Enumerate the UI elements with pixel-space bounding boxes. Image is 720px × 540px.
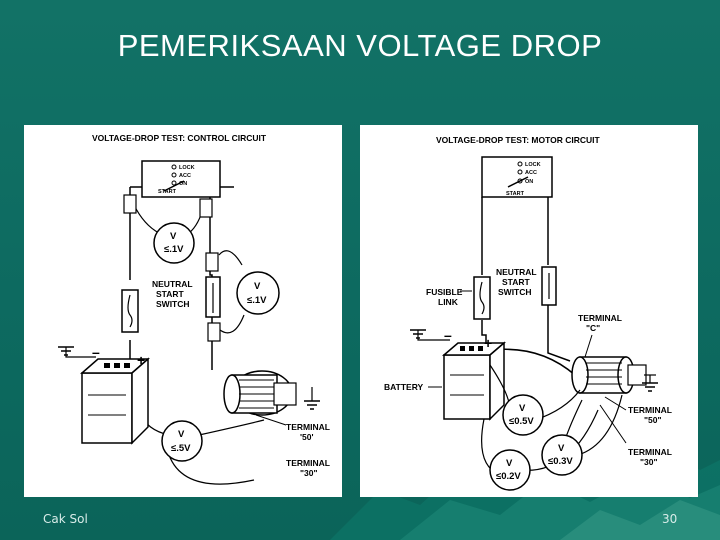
diagram-title: VOLTAGE-DROP TEST: CONTROL CIRCUIT [92,133,267,143]
starter-motor-icon [571,356,647,394]
battery-icon [80,357,150,445]
voltmeter-2 [236,271,280,315]
battery-positive-sign: + [484,335,492,351]
switch-acc-label: ACC [179,173,191,179]
diagram-title: VOLTAGE-DROP TEST: MOTOR CIRCUIT [436,135,601,145]
terminal50-label-1: TERMINAL [286,422,330,432]
switch-lock-label: LOCK [525,162,541,168]
terminal30-label-1: TERMINAL [286,458,330,468]
fuse [473,276,491,320]
battery-icon [441,341,507,421]
terminal-c-label-2: "C" [586,323,600,333]
battery-label: BATTERY [384,382,424,392]
starter-motor-icon [223,370,297,416]
meter2-v: V [558,443,565,454]
meter1-reading: ≤0.5V [509,416,534,427]
switch-lock-label: LOCK [179,165,195,171]
ignition-switch [141,160,221,198]
meter3-reading: ≤0.2V [496,471,521,482]
neutral-label-2: START [156,289,185,299]
battery-negative-sign: – [92,344,100,360]
ground-icon [304,387,320,410]
switch-acc-label: ACC [525,170,537,176]
switch-on-label: ON [525,179,533,185]
neutral-label-1: NEUTRAL [496,267,537,277]
battery-positive-sign: + [137,352,145,368]
meter3-reading: ≤.5V [171,443,191,454]
meter2-v: V [254,281,261,292]
neutral-label-2: START [502,277,531,287]
slide-title: PEMERIKSAAN VOLTAGE DROP [117,28,603,63]
voltmeter-2 [541,434,583,476]
meter1-v: V [519,403,526,414]
voltmeter-3 [489,449,531,491]
terminal-c-label-1: TERMINAL [578,313,622,323]
motor-circuit-panel: VOLTAGE-DROP TEST: MOTOR CIRCUIT LOCK AC… [360,125,698,497]
ground-icon [642,374,658,392]
meter2-reading: ≤0.3V [548,456,573,467]
ground-icon [58,346,96,358]
page-number: 30 [662,512,678,526]
terminal50-label-1: TERMINAL [628,405,672,415]
switch-start-label: START [506,191,525,197]
neutral-label-1: NEUTRAL [152,279,193,289]
voltmeter-3 [161,420,203,462]
voltmeter-1 [502,394,544,436]
meter3-v: V [178,429,185,440]
battery-negative-sign: – [444,327,452,343]
voltmeter-1 [153,222,195,264]
fuse [121,289,139,333]
meter2-reading: ≤.1V [247,295,267,306]
control-circuit-panel: VOLTAGE-DROP TEST: CONTROL CIRCUIT LOCK … [24,125,342,497]
fusible-label-1: FUSIBLE [426,287,463,297]
motor-circuit-diagram: VOLTAGE-DROP TEST: MOTOR CIRCUIT LOCK AC… [384,135,672,491]
meter1-v: V [170,231,177,242]
meter3-v: V [506,458,513,469]
neutral-label-3: SWITCH [156,299,190,309]
switch-on-label: ON [179,181,187,187]
terminal30-label-2: "30" [640,457,658,467]
switch-start-label: START [158,189,177,195]
terminal50-label-2: '50' [300,432,314,442]
meter1-reading: ≤.1V [164,244,184,255]
ignition-switch [481,156,553,198]
ground-icon [410,329,450,341]
terminal30-label-2: "30" [300,468,318,478]
terminal30-label-1: TERMINAL [628,447,672,457]
neutral-label-3: SWITCH [498,287,532,297]
footer-author: Cak Sol [43,512,88,526]
control-circuit-diagram: VOLTAGE-DROP TEST: CONTROL CIRCUIT LOCK … [58,133,330,485]
terminal50-label-2: "50" [644,415,662,425]
fusible-label-2: LINK [438,297,459,307]
